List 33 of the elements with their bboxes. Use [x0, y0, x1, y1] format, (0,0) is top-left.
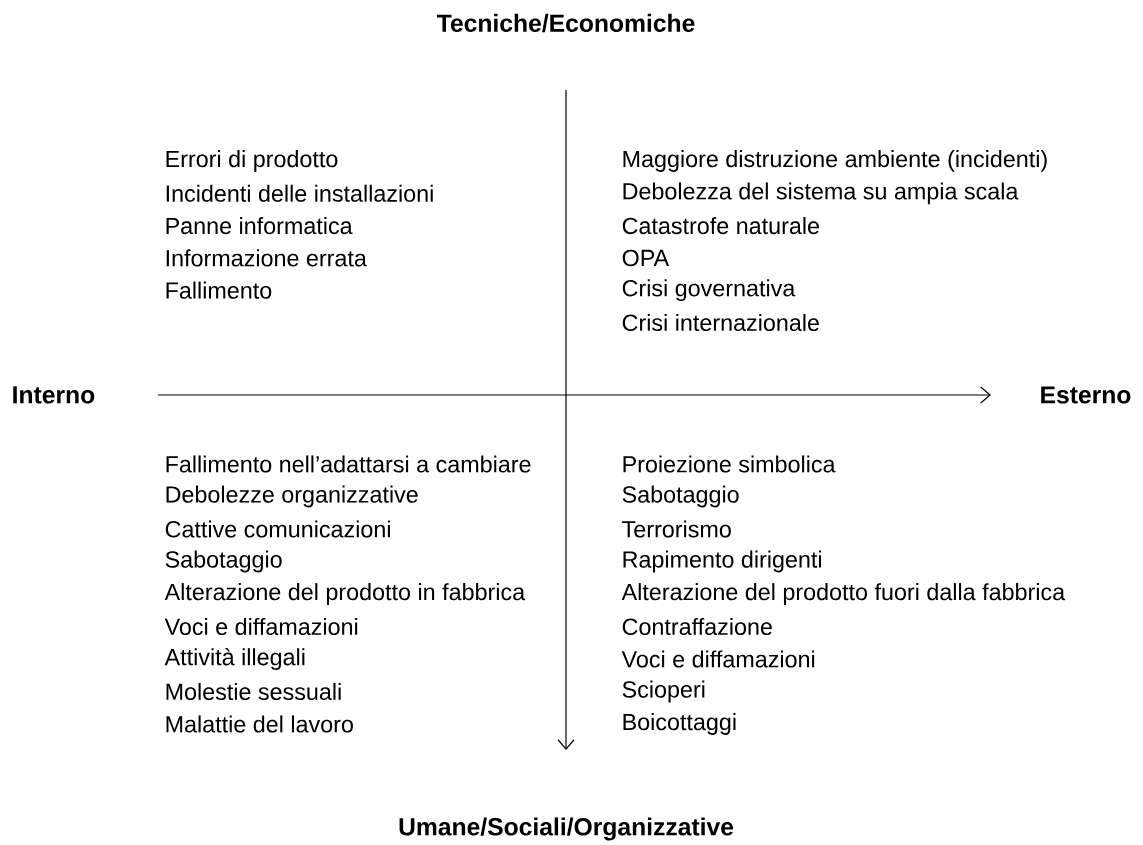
risk-item: Cattive comunicazioni	[165, 520, 390, 538]
risk-item: Attività illegali	[164, 648, 305, 670]
risk-item: Voci e diffamazioni	[621, 650, 815, 668]
risk-item: Proiezione simbolica	[623, 455, 836, 473]
axis-title: Esterno	[1041, 386, 1131, 404]
risk-item: Maggiore distruzione ambiente (incidenti)	[623, 150, 1047, 172]
risk-item: Crisi governativa	[622, 279, 796, 302]
risk-item: Catastrofe naturale	[622, 217, 819, 235]
risk-item: Fallimento nell’adattarsi a cambiare	[166, 455, 531, 473]
risk-item: Crisi internazionale	[622, 313, 819, 332]
axis-title: Interno	[13, 386, 95, 404]
risk-item: Molestie sessuali	[166, 682, 341, 701]
risk-item: Voci e diffamazioni	[164, 617, 358, 636]
risk-item: Incidenti delle installazioni	[166, 184, 433, 202]
risk-item: Sabotaggio	[165, 550, 282, 573]
risk-item: Alterazione del prodotto in fabbrica	[164, 583, 526, 605]
risk-item: Scioperi	[622, 680, 705, 703]
axis-title: Umane/Sociali/Organizzative	[399, 817, 734, 841]
risk-item: Terrorismo	[622, 520, 731, 538]
risk-item: Informazione errata	[166, 249, 367, 267]
risk-item: Alterazione del prodotto fuori dalla fabbrica	[621, 583, 1066, 605]
risk-item: Rapimento dirigenti	[623, 550, 821, 573]
risk-item: Debolezza del sistema su ampia scala	[623, 182, 1019, 205]
risk-item: Contraffazione	[622, 617, 772, 636]
risk-item: Boicottaggi	[623, 713, 736, 735]
risk-item: OPA	[622, 249, 670, 267]
risk-item: Fallimento	[166, 281, 272, 299]
axis-title: Tecniche/Economiche	[436, 13, 695, 33]
risk-item: Debolezze organizzative	[166, 485, 418, 508]
risk-item: Errori di prodotto	[166, 150, 338, 172]
risk-item: Malattie del lavoro	[166, 715, 353, 733]
risk-item: Panne informatica	[166, 217, 353, 235]
risk-item: Sabotaggio	[622, 485, 739, 508]
